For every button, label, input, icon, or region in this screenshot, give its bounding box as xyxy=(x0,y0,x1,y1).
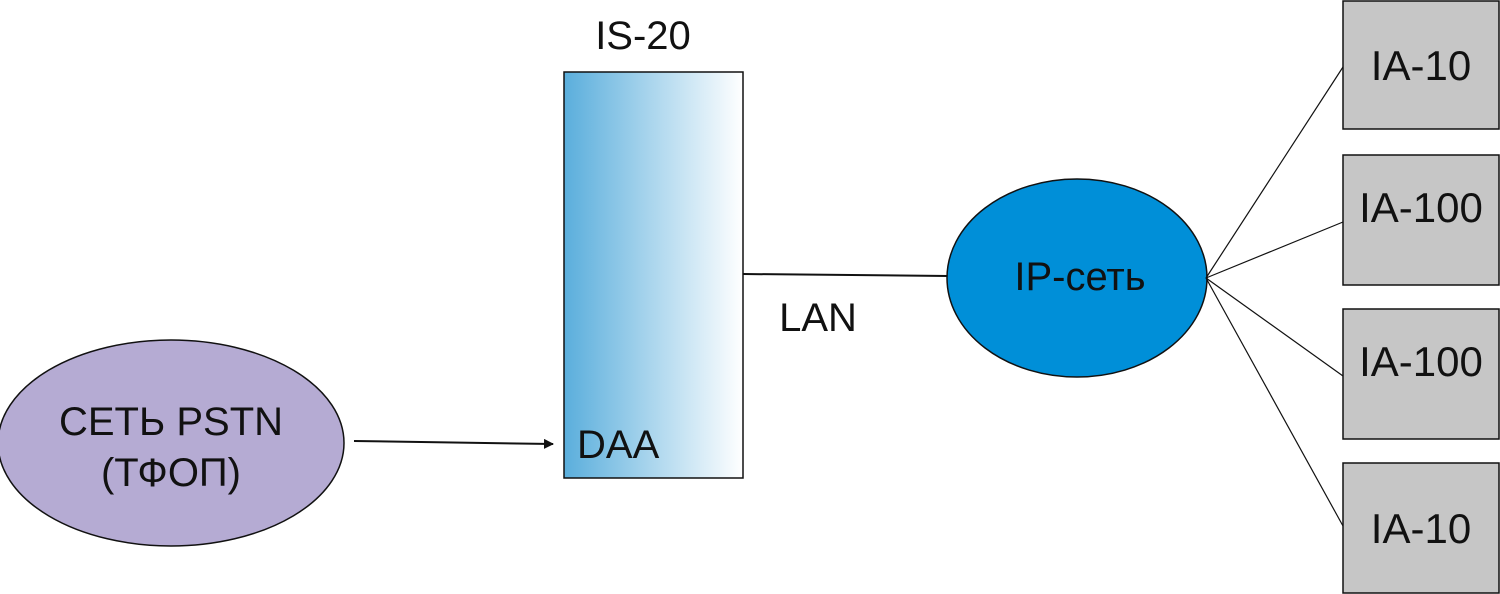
switch-block xyxy=(563,71,744,479)
pstn-network-ellipse xyxy=(0,339,345,547)
device-link-1 xyxy=(1205,66,1344,279)
device-box-4: IA-10 xyxy=(1342,462,1500,594)
ip-network-label: IP-сеть xyxy=(1014,255,1145,299)
daa-port-label: DAA xyxy=(577,423,660,467)
device-box-3: IA-100 xyxy=(1342,308,1500,440)
device-link-2 xyxy=(1205,221,1344,279)
device-label-2: IA-100 xyxy=(1359,184,1483,231)
switch-title: IS-20 xyxy=(595,14,691,58)
lan-label: LAN xyxy=(779,296,857,340)
device-box-3-rect xyxy=(1342,308,1500,440)
device-label-1: IA-10 xyxy=(1371,42,1471,89)
device-box-2-rect xyxy=(1342,154,1500,286)
pstn-label-line2: (ТФОП) xyxy=(101,451,241,495)
device-box-2: IA-100 xyxy=(1342,154,1500,286)
device-link-4 xyxy=(1205,277,1344,527)
device-box-1-rect xyxy=(1342,0,1500,130)
lan-link-line xyxy=(742,273,949,277)
device-label-3: IA-100 xyxy=(1359,338,1483,385)
device-links xyxy=(1205,66,1344,527)
pstn-to-daa-arrow xyxy=(353,438,554,449)
pstn-label-line1: СЕТЬ PSTN xyxy=(59,400,283,444)
device-link-3 xyxy=(1205,277,1344,377)
device-box-1: IA-10 xyxy=(1342,0,1500,130)
device-label-4: IA-10 xyxy=(1371,505,1471,552)
device-box-4-rect xyxy=(1342,462,1500,594)
